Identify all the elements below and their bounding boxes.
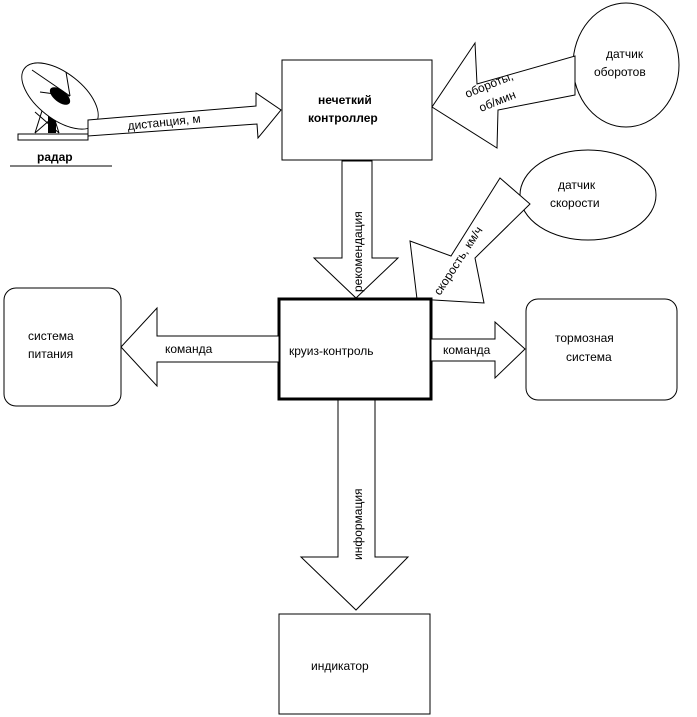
power-system-box <box>3 287 122 407</box>
command-left-arrow <box>120 306 280 388</box>
brake-system-line1: тормозная <box>555 331 614 345</box>
command-right-arrow <box>430 320 526 380</box>
command-right-label: команда <box>443 343 491 357</box>
indicator-box <box>278 613 431 715</box>
information-arrow <box>299 399 410 611</box>
rpm-sensor-line2: оборотов <box>594 65 646 79</box>
power-system-line2: питания <box>28 347 73 361</box>
indicator-label: индикатор <box>311 659 369 673</box>
brake-system-line2: система <box>566 350 612 364</box>
recommendation-arrow <box>312 160 400 299</box>
rpm-sensor-line1: датчик <box>606 47 644 61</box>
speed-sensor-line1: датчик <box>558 178 596 192</box>
cruise-control-box <box>277 297 433 401</box>
fuzzy-controller-box <box>281 59 433 161</box>
command-left-label: команда <box>165 342 213 356</box>
fuzzy-controller-line2: контроллер <box>308 111 378 125</box>
radar-dish-icon <box>17 62 99 141</box>
information-label: информация <box>351 488 365 560</box>
distance-arrow <box>87 92 282 140</box>
recommendation-label: рекомендация <box>351 211 365 292</box>
power-system-line1: система <box>28 329 74 343</box>
speed-sensor-ellipse <box>519 149 657 241</box>
speed-arrow <box>409 177 531 304</box>
cruise-control-label: круиз-контроль <box>289 344 374 358</box>
radar-label: радар <box>37 150 73 164</box>
brake-system-box <box>525 298 678 401</box>
speed-sensor-line2: скорости <box>550 196 600 210</box>
fuzzy-controller-line1: нечеткий <box>318 93 372 107</box>
rpm-arrow <box>431 41 576 149</box>
